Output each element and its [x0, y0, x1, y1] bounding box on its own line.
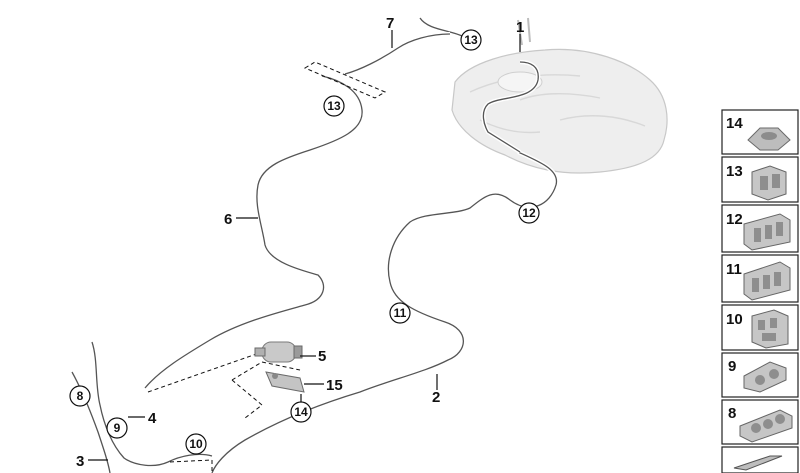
callout-5: 5 — [318, 348, 326, 365]
dashed-guides — [147, 61, 387, 473]
callout-6: 6 — [224, 211, 232, 228]
callout-labels: 1 7 6 5 15 2 4 3 — [76, 15, 524, 470]
svg-text:11: 11 — [394, 306, 407, 320]
circled-callouts: 13 13 12 11 14 8 9 10 — [69, 29, 540, 455]
pipe-6 — [143, 73, 365, 390]
circled-11: 11 — [389, 302, 411, 324]
pipe-4-3 — [70, 341, 213, 473]
circled-10: 10 — [185, 433, 207, 455]
svg-text:12: 12 — [522, 206, 536, 220]
circled-14: 14 — [290, 401, 312, 423]
svg-text:11: 11 — [726, 261, 742, 278]
leader-lines — [88, 30, 521, 461]
circled-13-top: 13 — [460, 29, 482, 51]
pipe-7-13 — [344, 16, 470, 77]
svg-text:14: 14 — [294, 405, 308, 419]
circled-13-left: 13 — [323, 95, 345, 117]
circled-9: 9 — [106, 417, 128, 439]
callout-3: 3 — [76, 453, 84, 470]
legend-item-12: 12 — [721, 204, 799, 253]
svg-text:9: 9 — [114, 421, 121, 435]
pipe-2 — [210, 150, 559, 473]
legend-item-arrow — [721, 446, 799, 473]
svg-text:9: 9 — [728, 358, 736, 375]
circled-12: 12 — [518, 202, 540, 224]
svg-text:8: 8 — [728, 405, 736, 422]
legend-item-8: 8 — [721, 399, 799, 445]
legend-item-9: 9 — [721, 352, 799, 398]
svg-text:12: 12 — [726, 211, 743, 228]
svg-text:13: 13 — [726, 163, 743, 180]
legend-item-14: 14 — [721, 109, 799, 155]
pipe-tank-feed — [481, 59, 541, 154]
callout-4: 4 — [148, 410, 157, 427]
svg-text:10: 10 — [189, 437, 203, 451]
circled-8: 8 — [69, 385, 91, 407]
fuel-filter-part — [254, 341, 303, 363]
fuel-tank — [451, 17, 668, 174]
svg-text:10: 10 — [726, 311, 743, 328]
svg-text:13: 13 — [327, 99, 341, 113]
svg-text:8: 8 — [77, 389, 84, 403]
svg-text:13: 13 — [464, 33, 478, 47]
bracket-part — [265, 371, 305, 393]
legend-item-11: 11 — [721, 254, 799, 303]
callout-7: 7 — [386, 15, 394, 32]
callout-15: 15 — [326, 377, 343, 394]
callout-2: 2 — [432, 389, 440, 406]
callout-1: 1 — [516, 19, 524, 36]
legend-item-10: 10 — [721, 304, 799, 351]
svg-text:14: 14 — [726, 115, 743, 132]
legend-item-13: 13 — [721, 156, 799, 203]
parts-legend: 14 13 12 11 — [721, 109, 799, 473]
